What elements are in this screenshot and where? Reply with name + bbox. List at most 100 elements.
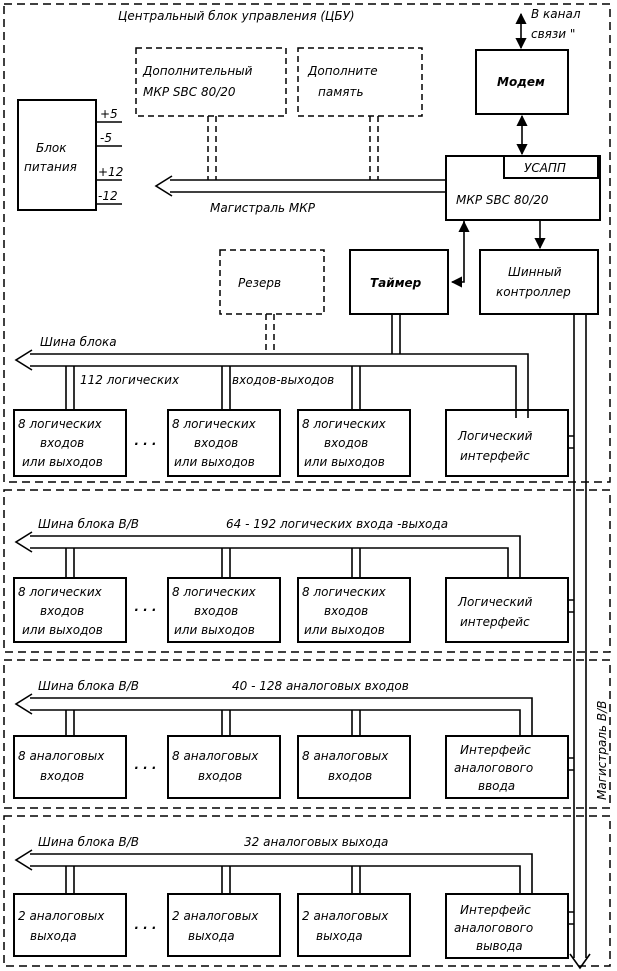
bus-controller-box xyxy=(479,249,599,315)
bus-controller-line1: Шинный xyxy=(508,265,562,279)
s4-module-3-line1: 2 аналоговых xyxy=(302,909,389,923)
s1-range-part1: 112 логических xyxy=(80,373,180,387)
channel-label-line1: В канал xyxy=(531,7,581,21)
s2-logic-interface xyxy=(445,577,569,643)
s3-ellipsis: · · · xyxy=(134,761,156,775)
io-bus-arrowhead xyxy=(569,953,591,970)
s1-interface-link xyxy=(568,435,574,449)
mkr-bus-arrowhead xyxy=(154,175,173,197)
s4-bus-top xyxy=(30,853,533,894)
extra-memory-line2: память xyxy=(318,85,364,99)
s2-module-1 xyxy=(13,577,127,643)
s3-module-3 xyxy=(297,735,411,799)
s2-interface-line2: интерфейс xyxy=(460,615,530,629)
s1-module-3 xyxy=(297,409,411,477)
s2-module-3-line1: 8 логических xyxy=(302,585,387,599)
voltage-minus12: -12 xyxy=(98,189,118,203)
s1-interface-line1: Логический xyxy=(457,429,533,443)
mkr-bus-label: Магистраль МКР xyxy=(210,201,316,215)
s2-module-1-line1: 8 логических xyxy=(18,585,103,599)
s3-module-2-line1: 8 аналоговых xyxy=(172,749,259,763)
s2-ellipsis: · · · xyxy=(134,603,156,617)
s2-module-1-line2: входов xyxy=(40,604,84,618)
reserve-bus-connector xyxy=(265,314,275,354)
timer-bus-connector xyxy=(391,314,401,354)
s1-module-2 xyxy=(167,409,281,477)
s2-bus-top xyxy=(30,535,521,578)
s1-module-1-line1: 8 логических xyxy=(18,417,103,431)
s1-drop-2 xyxy=(221,366,231,410)
s2-module-1-line3: или выходов xyxy=(22,623,103,637)
s1-module-2-line1: 8 логических xyxy=(172,417,257,431)
s3-drop-2 xyxy=(221,710,231,736)
power-supply-box xyxy=(17,99,97,211)
s4-drop-2 xyxy=(221,866,231,894)
s1-logic-interface xyxy=(445,409,569,477)
s2-module-3-line2: входов xyxy=(324,604,368,618)
s3-module-1-line2: входов xyxy=(40,769,84,783)
s1-drop-3 xyxy=(351,366,361,410)
s1-range-part2: входов-выходов xyxy=(232,373,334,387)
extra-mkr-line1: Дополнительный xyxy=(142,64,253,78)
s2-module-3 xyxy=(297,577,411,643)
s1-module-2-line3: или выходов xyxy=(174,455,255,469)
s4-bus-bottom xyxy=(30,865,521,894)
s4-drop-3 xyxy=(351,866,361,894)
s3-module-3-line2: входов xyxy=(328,769,372,783)
s4-bus-label: Шина блока В/В xyxy=(38,835,139,849)
extra-mkr-box xyxy=(135,47,287,117)
s2-module-2-line3: или выходов xyxy=(174,623,255,637)
s2-module-2-line1: 8 логических xyxy=(172,585,257,599)
s1-bus-top xyxy=(30,353,529,418)
s2-bus-bottom xyxy=(30,547,509,578)
s4-module-2-line2: выхода xyxy=(188,929,235,943)
s2-module-2 xyxy=(167,577,281,643)
s1-module-3-line2: входов xyxy=(324,436,368,450)
extra-mkr-line2: МКР SBC 80/20 xyxy=(143,85,236,99)
voltage-plus12: +12 xyxy=(98,165,123,179)
s4-module-3 xyxy=(297,893,411,957)
modem-box xyxy=(475,49,569,115)
s4-module-1-line1: 2 аналоговых xyxy=(18,909,105,923)
modem-label: Модем xyxy=(497,75,545,89)
s4-module-2 xyxy=(167,893,281,957)
mkr-timer-link xyxy=(450,220,465,288)
cbu-title: Центральный блок управления (ЦБУ) xyxy=(118,9,355,23)
extra-memory-connector xyxy=(369,116,379,180)
s1-interface-line2: интерфейс xyxy=(460,449,530,463)
s4-module-1 xyxy=(13,893,127,957)
s2-bus-label: Шина блока В/В xyxy=(38,517,139,531)
io-bus-label: Магистраль В/В xyxy=(595,701,609,800)
section2-frame xyxy=(3,489,611,653)
s4-module-1-line2: выхода xyxy=(30,929,77,943)
s3-bus-arrowhead xyxy=(14,693,33,715)
power-supply-line1: Блок xyxy=(36,141,67,155)
s4-module-3-line2: выхода xyxy=(316,929,363,943)
s3-drop-3 xyxy=(351,710,361,736)
s4-ellipsis: · · · xyxy=(134,921,156,935)
voltage-plus5: +5 xyxy=(100,107,118,121)
s2-drop-3 xyxy=(351,548,361,578)
s3-drop-1 xyxy=(65,710,75,736)
s3-bus-bottom xyxy=(30,709,521,736)
mkr-label: МКР SBC 80/20 xyxy=(456,193,549,207)
s4-drop-1 xyxy=(65,866,75,894)
s2-drop-2 xyxy=(221,548,231,578)
s2-range: 64 - 192 логических входа -выхода xyxy=(226,517,448,531)
s1-drop-1 xyxy=(65,366,75,410)
reserve-box xyxy=(219,249,325,315)
s1-ellipsis: · · · xyxy=(134,437,156,451)
s3-module-2 xyxy=(167,735,281,799)
s3-module-1 xyxy=(13,735,127,799)
extra-memory-line1: Дополните xyxy=(307,64,378,78)
s1-module-3-line1: 8 логических xyxy=(302,417,387,431)
s2-drop-1 xyxy=(65,548,75,578)
power-supply-line2: питания xyxy=(24,160,77,174)
usapp-box xyxy=(503,155,599,179)
s1-module-1-line2: входов xyxy=(40,436,84,450)
s3-interface-line3: ввода xyxy=(478,779,515,793)
s2-module-3-line3: или выходов xyxy=(304,623,385,637)
s3-interface-line1: Интерфейс xyxy=(460,743,531,757)
extra-mkr-connector xyxy=(207,116,217,180)
